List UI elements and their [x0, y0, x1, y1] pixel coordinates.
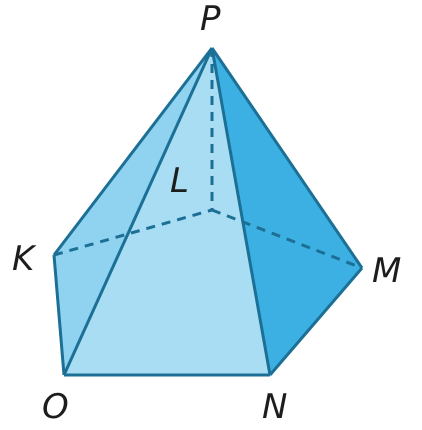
edge-pm [210, 47, 364, 269]
label-k: K [12, 239, 37, 279]
edge-ko [52, 254, 66, 376]
label-p: P [200, 0, 221, 39]
visible-edges [52, 47, 364, 377]
face-pon [64, 48, 270, 375]
edge-lm [211, 208, 363, 270]
face-pnm [212, 48, 362, 375]
label-o: O [42, 387, 69, 427]
label-n: N [262, 387, 287, 427]
edge-nm [268, 267, 364, 376]
edge-pn [210, 47, 272, 376]
face-pko [54, 48, 212, 375]
label-m: M [372, 251, 401, 291]
hidden-edges [53, 48, 363, 270]
label-l: L [170, 161, 189, 201]
edge-po [62, 47, 214, 376]
edge-kl [53, 208, 213, 257]
edge-pk [52, 47, 214, 256]
